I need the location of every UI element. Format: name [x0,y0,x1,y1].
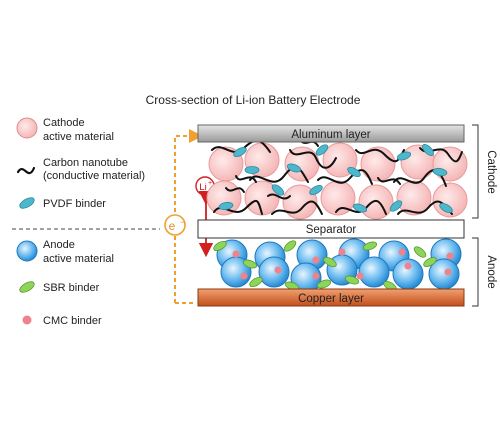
electron-label: e [169,219,176,233]
pvdf-binder [233,146,247,158]
carbon-nanotube [377,177,401,185]
sbr-binder [213,240,227,252]
sbr-binder [423,256,437,268]
copper-layer-label: Copper layer [298,293,364,305]
cmc-binder [312,272,320,280]
legend-cathode-label-2: active material [43,131,114,143]
anode-bracket: Anode [472,237,497,307]
anode-particle [258,256,290,288]
electron-badge [164,214,186,236]
svg-text:Carbon nanotube: Carbon nanotube [43,157,128,169]
carbon-nanotube [249,166,309,183]
svg-text:Li: Li [199,182,206,193]
separator-layer: Separator [197,219,465,239]
anode-side-label: Anode [485,255,497,288]
legend-anode-label-1: Anode [43,239,75,251]
legend-anode-icon [16,240,38,262]
legend-sbr-label: SBR binder [43,282,100,294]
aluminum-layer: Aluminum layer [197,124,465,143]
legend-cathode-icon [16,117,38,139]
sbr-binder [316,279,332,289]
legend-nanotube-icon [16,166,36,175]
electron-charge: − [180,217,185,227]
cathode-particle [282,184,318,220]
pvdf-binder [286,163,302,173]
legend-cmc-label: CMC binder [43,315,102,327]
legend-cathode-label-1: Cathode [43,117,85,129]
cathode-particle [358,184,394,220]
sbr-binder [362,241,378,251]
pvdf-binder [432,167,448,177]
cmc-binder [404,262,412,270]
cathode-bracket: Cathode [472,124,497,219]
cmc-binder [338,248,346,256]
pvdf-binder [218,201,234,211]
cathode-particle [320,180,356,216]
diagram-title: Cross-section of Li-ion Battery Electrod… [146,93,361,107]
cmc-binder [356,272,364,280]
copper-layer: Copper layer [197,288,465,307]
sbr-binder [413,246,427,258]
pvdf-binder [244,166,260,174]
cathode-side-label: Cathode [485,150,497,193]
sbr-binders [213,240,437,292]
legend-nanotube-label-2: (conductive material) [43,170,145,182]
svg-text:+: + [208,180,212,187]
svg-text:−: − [180,217,185,227]
sbr-binder [242,259,258,269]
pvdf-binder [352,203,368,213]
cmc-binder [312,256,320,264]
cmc-binder [446,252,454,260]
pvdf-binder [315,144,329,156]
pvdf-binder [422,144,434,156]
pvdf-binder [271,184,285,196]
aluminum-layer-label: Aluminum layer [291,129,370,141]
svg-text:Anode: Anode [43,239,75,251]
electron-path: e − [164,129,203,304]
pvdf-binder [439,202,453,214]
legend-cmc-icon [22,315,32,325]
legend-nanotube-label-1: Carbon nanotube [43,157,128,169]
cmc-binder [232,250,240,258]
pvdf-binder [309,184,323,196]
pvdf-binder [347,166,361,178]
separator-label: Separator [306,224,357,236]
cmc-binder [240,272,248,280]
carbon-nanotube [225,187,245,193]
li-ion-label: Li [199,182,206,193]
cmc-binders [232,248,454,280]
sbr-binder [323,256,337,268]
anode-particle [358,256,390,288]
cathode-particle [396,180,432,216]
legend: Cathode active material Carbon nanotube … [12,117,160,327]
pvdf-binder [389,200,403,212]
svg-text:e: e [169,219,176,233]
pvdf-binders [218,144,453,214]
carbon-nanotube [317,169,373,185]
carbon-nanotube [289,149,337,169]
cmc-binder [444,268,452,276]
legend-anode-label-2: active material [43,253,114,265]
carbon-nanotube [267,193,291,200]
legend-pvdf-label: PVDF binder [43,198,106,210]
pvdf-binder [396,151,412,161]
cmc-binder [398,248,406,256]
carbon-nanotube [235,175,257,183]
legend-pvdf-icon [19,197,35,209]
sbr-binder [283,240,297,252]
sbr-binder [344,275,360,285]
svg-text:active material: active material [43,131,114,143]
svg-text:(conductive material): (conductive material) [43,170,145,182]
legend-sbr-icon [19,281,35,293]
svg-text:Cathode: Cathode [43,117,85,129]
svg-text:active material: active material [43,253,114,265]
cmc-binder [274,266,282,274]
li-ion-charge: + [208,180,212,187]
sbr-binder [249,276,263,288]
carbon-nanotube [271,200,323,215]
